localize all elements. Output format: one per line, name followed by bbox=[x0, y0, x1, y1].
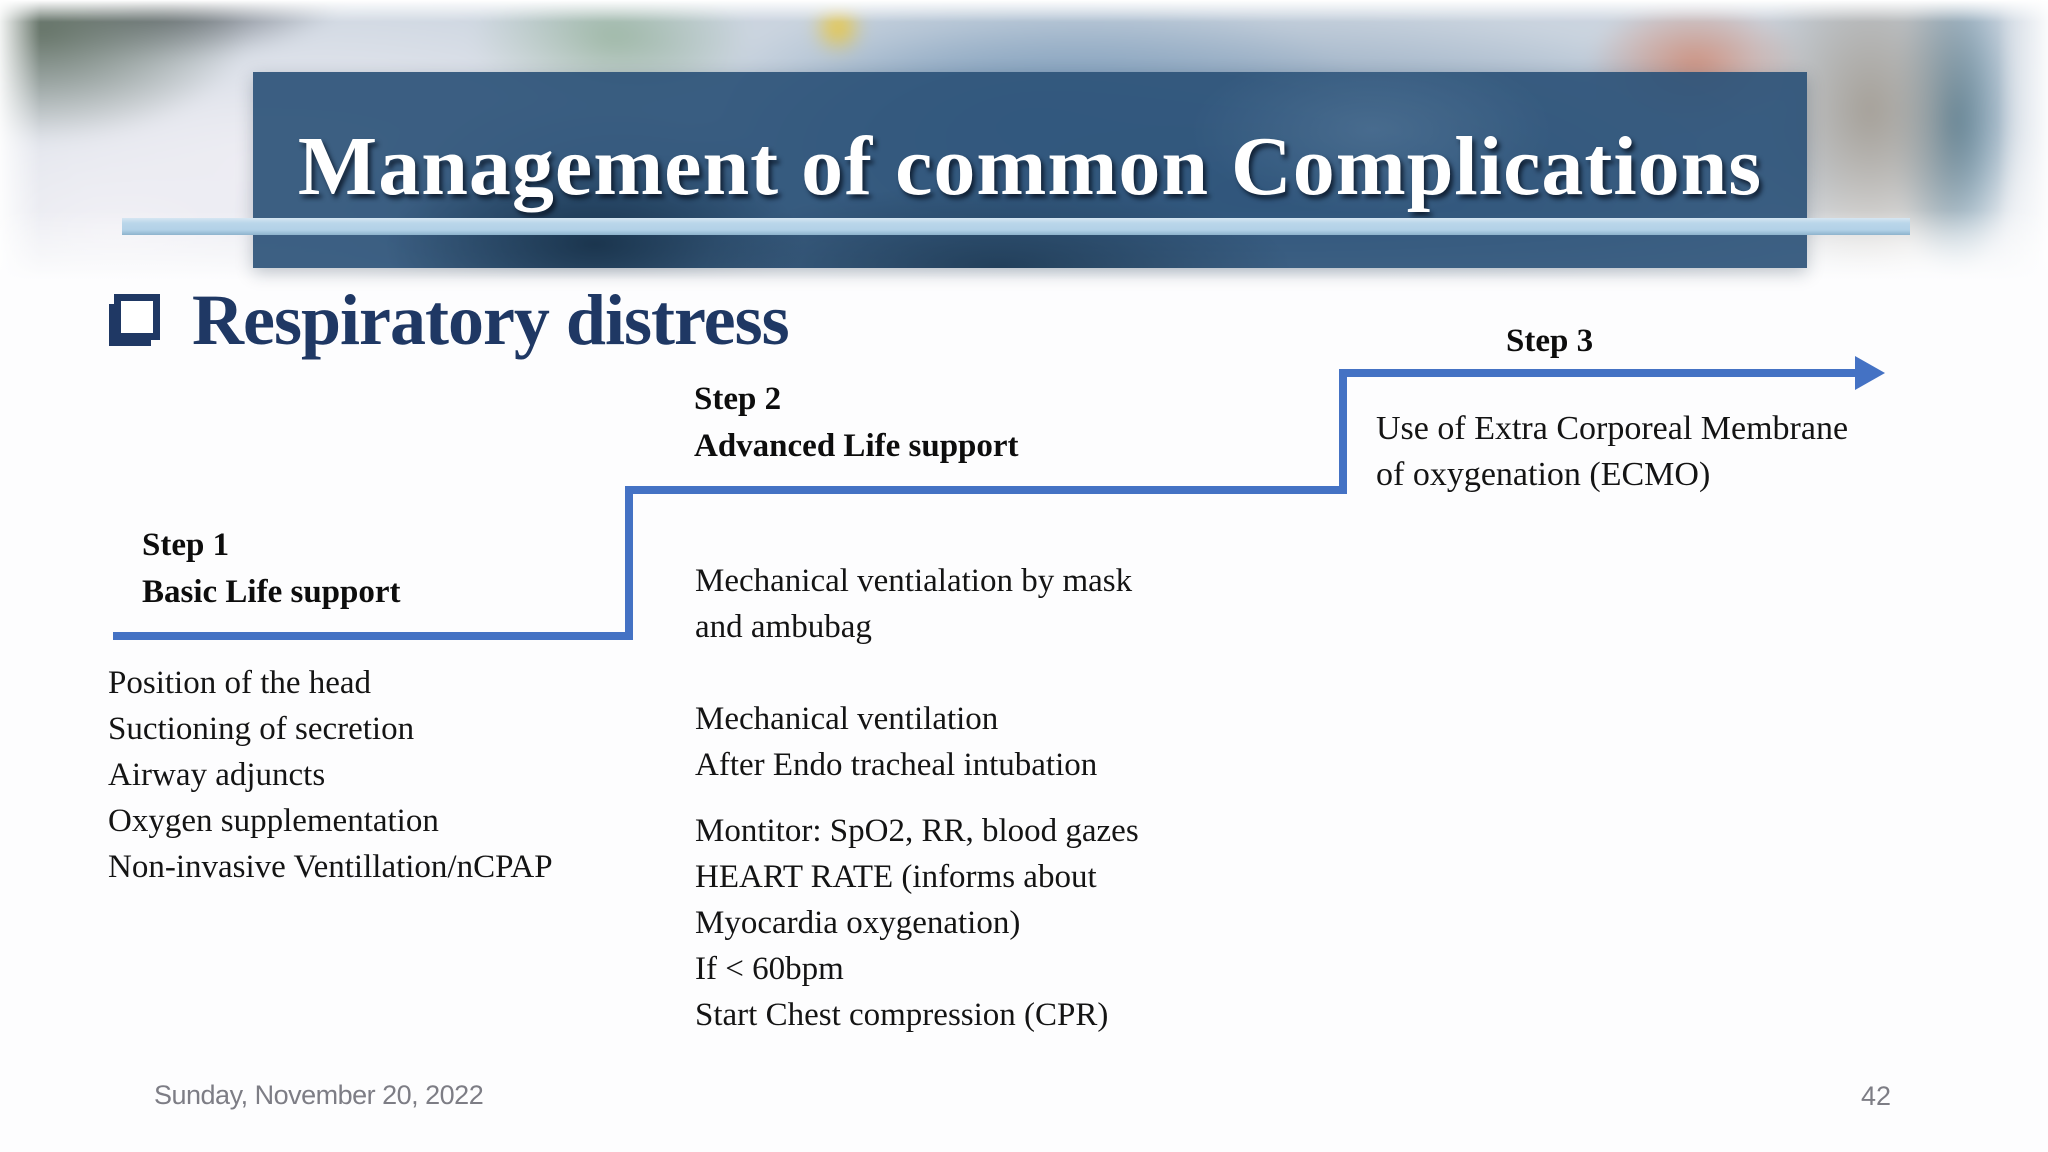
section-heading: Respiratory distress bbox=[192, 280, 790, 360]
checkbox-bullet-icon bbox=[114, 294, 160, 340]
footer-date: Sunday, November 20, 2022 bbox=[154, 1080, 484, 1110]
list-item: Airway adjuncts bbox=[108, 757, 326, 793]
text-line: and ambubag bbox=[695, 609, 872, 645]
arrow-right-icon bbox=[1855, 356, 1885, 390]
step1-item-list: Position of the head Suctioning of secre… bbox=[108, 660, 553, 890]
step2-block-mask-ambubag: Mechanical ventialation by mask and ambu… bbox=[695, 558, 1132, 650]
list-item: Non-invasive Ventillation/nCPAP bbox=[108, 849, 553, 885]
slide-title: Management of common Complications bbox=[297, 119, 1763, 213]
text-line: Montitor: SpO2, RR, blood gazes bbox=[695, 813, 1139, 849]
step2-horizontal-line bbox=[625, 486, 1343, 494]
step1-title: Step 1 bbox=[142, 527, 230, 563]
text-line: of oxygenation (ECMO) bbox=[1376, 456, 1711, 493]
step2-riser-line bbox=[1339, 369, 1347, 494]
step1-riser-line bbox=[625, 486, 633, 640]
text-line: Use of Extra Corporeal Membrane bbox=[1376, 410, 1849, 447]
accent-bar bbox=[122, 218, 1910, 235]
step2-title: Step 2 bbox=[694, 381, 782, 417]
list-item: Suctioning of secretion bbox=[108, 711, 415, 747]
text-line: Mechanical ventialation by mask bbox=[695, 563, 1133, 599]
list-item: Oxygen supplementation bbox=[108, 803, 439, 839]
title-box: Management of common Complications bbox=[253, 72, 1807, 268]
text-line: HEART RATE (informs about bbox=[695, 859, 1097, 895]
step2-subtitle: Advanced Life support bbox=[694, 428, 1019, 464]
text-line: If < 60bpm bbox=[695, 951, 844, 987]
list-item: Position of the head bbox=[108, 665, 372, 701]
step1-horizontal-line bbox=[113, 632, 629, 640]
text-line: Start Chest compression (CPR) bbox=[695, 997, 1109, 1033]
step1-subtitle: Basic Life support bbox=[142, 574, 401, 610]
text-line: After Endo tracheal intubation bbox=[695, 747, 1098, 783]
step3-description: Use of Extra Corporeal Membrane of oxyge… bbox=[1376, 406, 1848, 498]
step3-arrow-line bbox=[1339, 369, 1859, 377]
heading-row: Respiratory distress bbox=[114, 280, 790, 360]
step3-label: Step 3 bbox=[1506, 323, 1594, 359]
step2-block-monitoring: Montitor: SpO2, RR, blood gazes HEART RA… bbox=[695, 808, 1139, 1038]
text-line: Mechanical ventilation bbox=[695, 701, 999, 737]
text-line: Myocardia oxygenation) bbox=[695, 905, 1021, 941]
step1-label: Step 1 Basic Life support bbox=[142, 522, 401, 616]
page-number: 42 bbox=[1861, 1081, 1892, 1111]
step2-label: Step 2 Advanced Life support bbox=[694, 376, 1019, 470]
step2-block-mechanical-ventilation: Mechanical ventilation After Endo trache… bbox=[695, 696, 1097, 788]
